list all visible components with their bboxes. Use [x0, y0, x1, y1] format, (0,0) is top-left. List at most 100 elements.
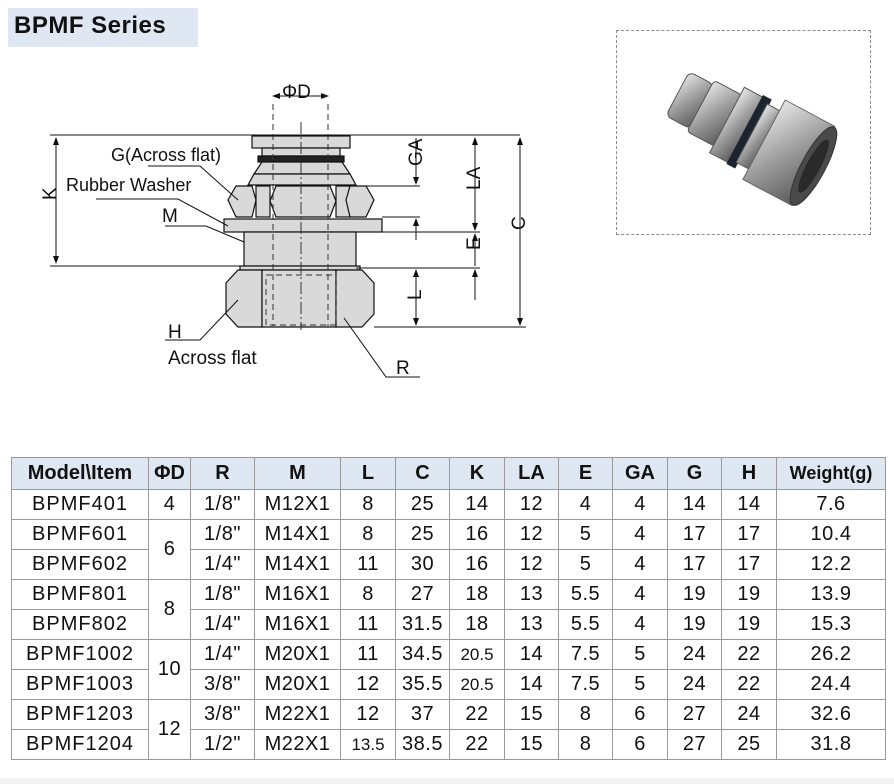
rubber-washer-label: Rubber Washer [66, 175, 191, 195]
e-label: E [464, 237, 485, 250]
cell-ga: 6 [612, 729, 668, 760]
header-phi-d: ΦD [148, 457, 191, 490]
cell-h: 19 [721, 609, 777, 640]
cell-phi-d: 10 [148, 639, 191, 700]
g-nut-face-1 [255, 185, 271, 218]
cell-la: 15 [504, 729, 559, 760]
cell-e: 4 [558, 489, 613, 520]
cell-weight: 13.9 [776, 579, 886, 610]
cell-e: 5 [558, 519, 613, 550]
cell-la: 14 [504, 639, 559, 670]
cell-r: 1/8" [190, 579, 255, 610]
cell-h: 17 [721, 519, 777, 550]
cell-model: BPMF1203 [11, 699, 149, 730]
cell-r: 3/8" [190, 699, 255, 730]
cell-la: 13 [504, 609, 559, 640]
cell-k: 20.5 [449, 669, 505, 700]
cell-phi-d: 4 [148, 489, 191, 520]
cell-m: M20X1 [254, 639, 341, 670]
cell-g: 19 [667, 579, 722, 610]
g-across-flat-label: G(Across flat) [111, 145, 221, 165]
cell-l: 12 [340, 669, 396, 700]
cell-weight: 32.6 [776, 699, 886, 730]
header-c: C [395, 457, 450, 490]
header-la: LA [504, 457, 559, 490]
header-l: L [340, 457, 396, 490]
cell-h: 24 [721, 699, 777, 730]
header-m: M [254, 457, 341, 490]
cell-model: BPMF601 [11, 519, 149, 550]
cell-weight: 7.6 [776, 489, 886, 520]
cell-r: 1/8" [190, 519, 255, 550]
cell-model: BPMF1003 [11, 669, 149, 700]
cell-phi-d: 6 [148, 519, 191, 580]
cell-c: 31.5 [395, 609, 450, 640]
cell-e: 7.5 [558, 639, 613, 670]
cell-g: 19 [667, 609, 722, 640]
cell-l: 8 [340, 519, 396, 550]
h-label: H [168, 322, 182, 343]
header-e: E [558, 457, 613, 490]
cell-m: M16X1 [254, 609, 341, 640]
cell-l: 8 [340, 579, 396, 610]
phi-d-label: ΦD [282, 82, 311, 103]
bulkhead-fitting-photo-icon [667, 73, 838, 207]
h-nut-left [225, 269, 263, 328]
l-label: L [405, 289, 426, 300]
thread-body [243, 231, 357, 267]
g-nut-right [345, 185, 375, 218]
header-r: R [190, 457, 255, 490]
cell-m: M20X1 [254, 669, 341, 700]
cell-g: 17 [667, 549, 722, 580]
cell-g: 27 [667, 729, 722, 760]
cell-k: 18 [449, 609, 505, 640]
cell-h: 22 [721, 639, 777, 670]
cell-la: 12 [504, 549, 559, 580]
page-bottom-strip [0, 778, 894, 784]
cell-g: 24 [667, 639, 722, 670]
cell-weight: 26.2 [776, 639, 886, 670]
table-header-row: Model\Item ΦD R M L C K LA E GA G H Weig… [11, 457, 886, 490]
cell-k: 14 [449, 489, 505, 520]
cell-r: 1/4" [190, 639, 255, 670]
cell-m: M12X1 [254, 489, 341, 520]
cell-c: 37 [395, 699, 450, 730]
cell-k: 18 [449, 579, 505, 610]
cell-model: BPMF802 [11, 609, 149, 640]
cell-weight: 24.4 [776, 669, 886, 700]
header-ga: GA [612, 457, 668, 490]
cell-m: M22X1 [254, 729, 341, 760]
body-taper [252, 161, 352, 175]
header-g: G [667, 457, 722, 490]
cell-weight: 31.8 [776, 729, 886, 760]
cell-weight: 12.2 [776, 549, 886, 580]
cell-m: M22X1 [254, 699, 341, 730]
header-model: Model\Item [11, 457, 149, 490]
cell-r: 1/2" [190, 729, 255, 760]
cell-h: 19 [721, 579, 777, 610]
header-h: H [721, 457, 777, 490]
cell-m: M14X1 [254, 519, 341, 550]
cell-e: 5.5 [558, 579, 613, 610]
cell-c: 25 [395, 489, 450, 520]
across-flat-label: Across flat [168, 348, 257, 369]
cell-ga: 4 [612, 579, 668, 610]
cell-model: BPMF1002 [11, 639, 149, 670]
c-label: C [509, 216, 530, 230]
m-label: M [162, 206, 178, 227]
cell-c: 34.5 [395, 639, 450, 670]
cell-ga: 5 [612, 669, 668, 700]
cell-e: 5.5 [558, 609, 613, 640]
cell-ga: 5 [612, 639, 668, 670]
page-title: BPMF Series [14, 12, 167, 39]
ga-label: GA [406, 138, 427, 166]
header-weight: Weight(g) [776, 457, 886, 490]
cell-l: 12 [340, 699, 396, 730]
cell-k: 20.5 [449, 639, 505, 670]
h-nut-right [335, 269, 375, 328]
cell-c: 35.5 [395, 669, 450, 700]
cell-l: 11 [340, 639, 396, 670]
